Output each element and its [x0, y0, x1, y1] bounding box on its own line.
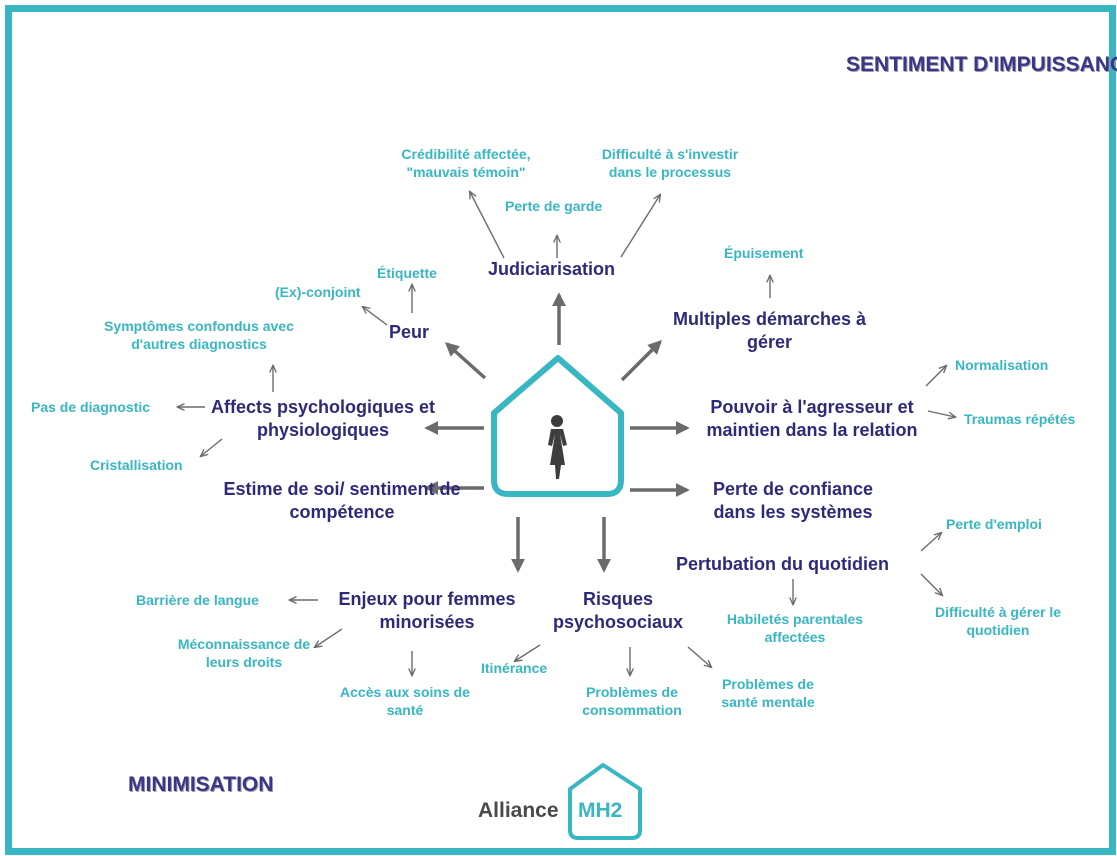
- arrow-traumas: [927, 410, 955, 417]
- sub-cristallisation: Cristallisation: [90, 457, 183, 473]
- sub-credibilite: Crédibilité affectée, "mauvais témoin": [401, 146, 531, 180]
- sub-etiquette: Étiquette: [377, 265, 437, 281]
- sub-ex-conjoint: (Ex)-conjoint: [275, 284, 361, 300]
- logo-house-icon: [568, 763, 642, 840]
- sub-traumas: Traumas répétés: [964, 411, 1076, 427]
- sub-barriere: Barrière de langue: [136, 592, 259, 608]
- corner-title-top-right: SENTIMENT D'IMPUISSANCE: [846, 53, 1117, 76]
- outer-frame: [5, 5, 1116, 855]
- logo-badge: MH2: [578, 799, 623, 822]
- label-judiciarisation: Judiciarisation: [488, 259, 616, 279]
- label-peur: Peur: [389, 322, 430, 342]
- arrow-difficulte-investir: [620, 195, 660, 258]
- label-multiples-demarches: Multiples démarches à gérer: [672, 309, 867, 353]
- label-estime: Estime de soi/ sentiment de compétence: [223, 479, 461, 523]
- sub-itinerance: Itinérance: [481, 660, 548, 676]
- arrow-difficulte-gerer: [920, 573, 942, 595]
- label-enjeux: Enjeux pour femmes minorisées: [338, 589, 516, 633]
- sub-epuisement: Épuisement: [724, 245, 804, 261]
- sub-perte-emploi: Perte d'emploi: [946, 516, 1042, 532]
- logo-text: Alliance: [478, 799, 559, 822]
- sub-normalisation: Normalisation: [955, 357, 1049, 373]
- arrow-ex-conjoint: [363, 307, 388, 326]
- sub-habiletes: Habiletés parentales affectées: [726, 611, 864, 645]
- sub-sante-mentale: Problèmes de santé mentale: [721, 676, 815, 710]
- sub-perte-garde: Perte de garde: [505, 198, 603, 214]
- sub-difficulte-gerer: Difficulté à gérer le quotidien: [934, 604, 1062, 638]
- sub-consommation: Problèmes de consommation: [582, 684, 682, 718]
- arrow-perte-emploi: [920, 533, 941, 552]
- sub-difficulte-investir: Difficulté à s'investir dans le processu…: [601, 146, 739, 180]
- sub-symptomes: Symptômes confondus avec d'autres diagno…: [104, 318, 294, 352]
- label-affects: Affects psychologiques et physiologiques: [210, 397, 436, 441]
- arrow-itinerance: [515, 644, 541, 661]
- center-house-icon: [491, 355, 624, 497]
- label-pertubation: Pertubation du quotidien: [676, 554, 889, 574]
- arrow-sante-mentale: [687, 646, 711, 667]
- sub-acces-soins: Accès aux soins de santé: [340, 684, 470, 718]
- sub-meconnaissance: Méconnaissance de leurs droits: [177, 636, 311, 670]
- arrow-normalisation: [925, 366, 946, 387]
- arrow-to-peur: [444, 342, 487, 380]
- arrow-cristallisation: [201, 438, 223, 456]
- sub-pas-diagnostic: Pas de diagnostic: [31, 399, 151, 415]
- arrow-meconnaissance: [315, 628, 343, 647]
- woman-icon: [548, 415, 567, 479]
- label-pouvoir: Pouvoir à l'agresseur et maintien dans l…: [706, 397, 918, 441]
- arrow-to-multiples: [620, 340, 662, 382]
- corner-title-bottom-left: MINIMISATION: [128, 773, 274, 796]
- label-risques: Risques psychosociaux: [552, 589, 684, 633]
- arrow-credibilite: [470, 192, 505, 259]
- label-perte-confiance: Perte de confiance dans les systèmes: [712, 479, 874, 523]
